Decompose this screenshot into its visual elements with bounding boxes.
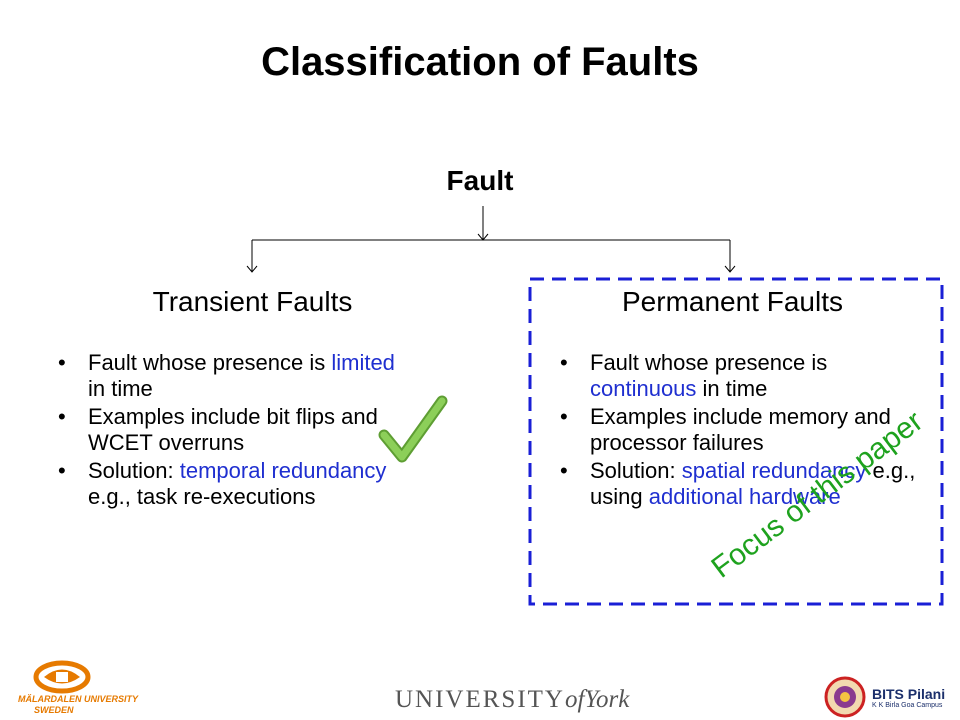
permanent-bullet-solution: Solution: spatial redundancy e.g., using… [560, 458, 935, 510]
mdh-logo-text: MÄLARDALEN UNIVERSITY SWEDEN [18, 694, 139, 715]
transient-bullets: Fault whose presence is limited in time … [58, 350, 398, 512]
mdh-logo-icon [33, 660, 91, 694]
bits-logo-subtitle: K K Birla Goa Campus [872, 702, 943, 709]
slide-title: Classification of Faults [261, 40, 699, 84]
focus-dashed-box [528, 277, 944, 606]
permanent-bullets: Fault whose presence is continuous in ti… [560, 350, 935, 512]
fault-root-label: Fault [446, 165, 514, 196]
transient-bullet-examples: Examples include bit flips and WCET over… [58, 404, 398, 456]
permanent-bullet-presence: Fault whose presence is continuous in ti… [560, 350, 935, 402]
york-logo: UNIVERSITYofYork [395, 686, 630, 713]
bits-logo-title: BITS Pilani [872, 686, 946, 702]
permanent-faults-title: Permanent Faults [622, 286, 843, 317]
transient-bullet-presence: Fault whose presence is limited in time [58, 350, 398, 402]
transient-faults-title: Transient Faults [152, 286, 353, 317]
transient-bullet-solution: Solution: temporal redundancy e.g., task… [58, 458, 398, 510]
checkmark-icon [378, 395, 448, 463]
permanent-bullet-examples: Examples include memory and processor fa… [560, 404, 935, 456]
bits-emblem-icon [824, 676, 866, 718]
